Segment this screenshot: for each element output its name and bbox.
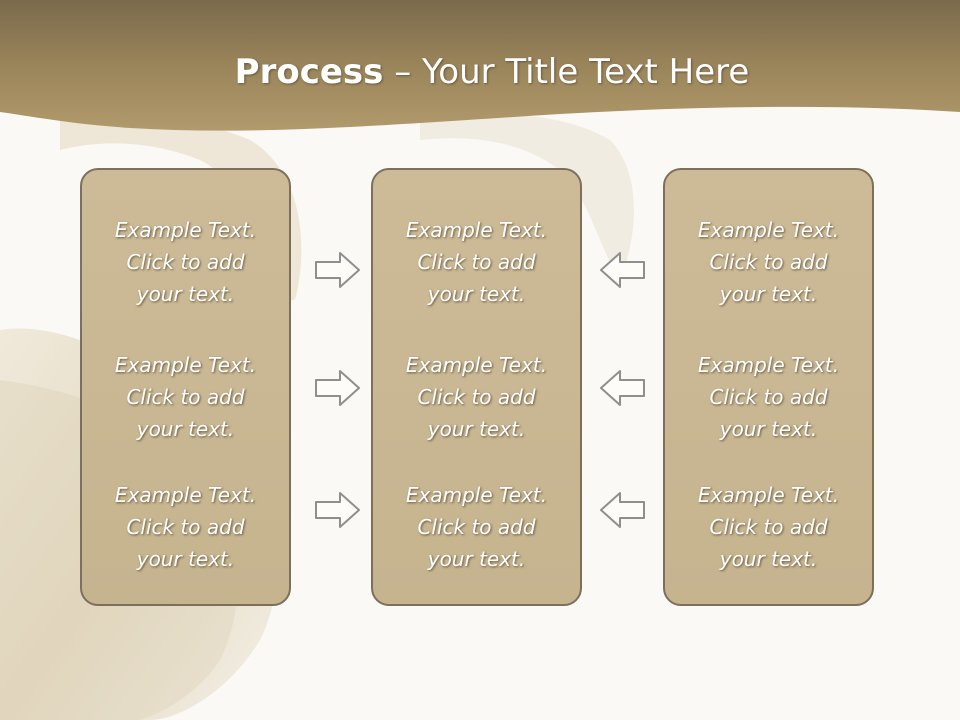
- text-block[interactable]: Example Text. Click to add your text.: [82, 214, 289, 310]
- text-line: your text.: [427, 547, 526, 571]
- text-line: Click to add: [126, 515, 245, 539]
- text-block[interactable]: Example Text. Click to add your text.: [373, 479, 580, 575]
- text-line: your text.: [719, 282, 818, 306]
- page-title[interactable]: Process – Your Title Text Here: [0, 52, 960, 92]
- right-arrow-icon: [315, 492, 360, 528]
- left-arrow-icon: [600, 370, 645, 406]
- text-line: your text.: [427, 417, 526, 441]
- text-line: Click to add: [126, 385, 245, 409]
- text-line: your text.: [136, 282, 235, 306]
- text-line: Example Text.: [114, 353, 257, 377]
- process-box-left[interactable]: Example Text. Click to add your text. Ex…: [80, 168, 291, 606]
- text-line: Click to add: [417, 385, 536, 409]
- text-line: your text.: [136, 417, 235, 441]
- text-line: your text.: [719, 547, 818, 571]
- header-band: [0, 0, 960, 131]
- liquid-stream: [60, 115, 302, 300]
- process-box-right[interactable]: Example Text. Click to add your text. Ex…: [663, 168, 874, 606]
- text-line: Example Text.: [405, 483, 548, 507]
- text-line: Example Text.: [114, 218, 257, 242]
- right-arrow-icon: [315, 252, 360, 288]
- title-bold: Process: [234, 52, 384, 92]
- text-line: Example Text.: [405, 353, 548, 377]
- text-line: Click to add: [709, 515, 828, 539]
- text-block[interactable]: Example Text. Click to add your text.: [373, 349, 580, 445]
- text-line: Example Text.: [697, 218, 840, 242]
- right-arrow-icon: [315, 370, 360, 406]
- text-line: Example Text.: [697, 483, 840, 507]
- text-block[interactable]: Example Text. Click to add your text.: [665, 214, 872, 310]
- text-line: your text.: [427, 282, 526, 306]
- text-block[interactable]: Example Text. Click to add your text.: [665, 479, 872, 575]
- text-line: your text.: [719, 417, 818, 441]
- text-line: your text.: [136, 547, 235, 571]
- text-line: Example Text.: [405, 218, 548, 242]
- text-block[interactable]: Example Text. Click to add your text.: [82, 349, 289, 445]
- text-line: Click to add: [709, 385, 828, 409]
- text-block[interactable]: Example Text. Click to add your text.: [665, 349, 872, 445]
- left-arrow-icon: [600, 252, 645, 288]
- left-arrow-icon: [600, 492, 645, 528]
- text-line: Click to add: [709, 250, 828, 274]
- text-line: Click to add: [417, 250, 536, 274]
- title-dash: –: [383, 52, 423, 92]
- title-rest: Your Title Text Here: [422, 52, 750, 92]
- text-line: Click to add: [126, 250, 245, 274]
- text-line: Click to add: [417, 515, 536, 539]
- text-line: Example Text.: [114, 483, 257, 507]
- process-box-center[interactable]: Example Text. Click to add your text. Ex…: [371, 168, 582, 606]
- text-line: Example Text.: [697, 353, 840, 377]
- text-block[interactable]: Example Text. Click to add your text.: [373, 214, 580, 310]
- text-block[interactable]: Example Text. Click to add your text.: [82, 479, 289, 575]
